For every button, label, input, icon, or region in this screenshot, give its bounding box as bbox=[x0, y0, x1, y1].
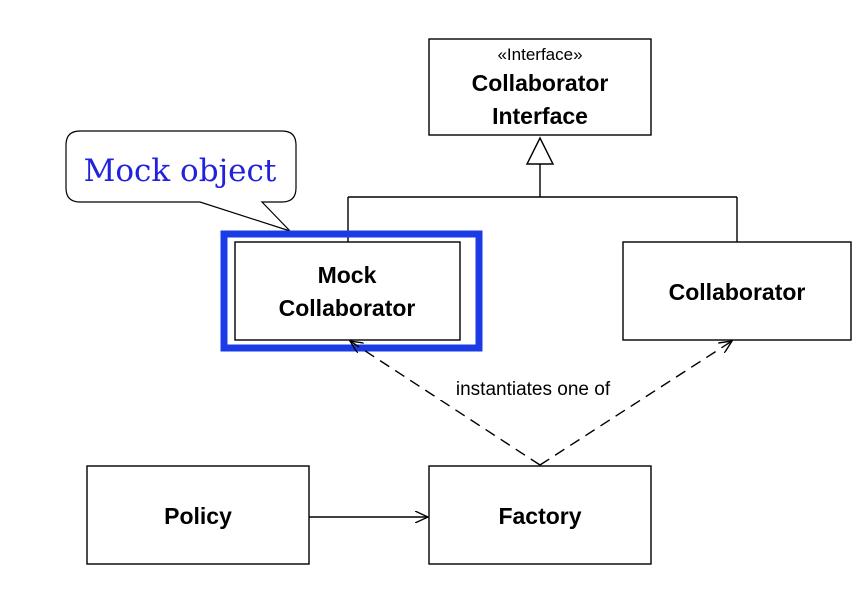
realization-connector bbox=[347, 136, 738, 242]
instantiates-label-bg bbox=[437, 374, 629, 400]
factory-node[interactable]: Factory bbox=[428, 465, 652, 565]
interface-name-line1: Collaborator bbox=[472, 70, 609, 96]
mock-object-callout: Mock object bbox=[65, 130, 297, 232]
callout-bubble bbox=[65, 130, 297, 232]
policy-box bbox=[86, 465, 310, 565]
interface-name-line2: Interface bbox=[492, 103, 588, 129]
mock-name-line2: Collaborator bbox=[279, 295, 416, 321]
instantiates-to-mock bbox=[350, 341, 541, 466]
interface-stereotype: «Interface» bbox=[497, 45, 582, 64]
factory-name: Factory bbox=[498, 503, 581, 529]
collaborator-interface-node[interactable]: «Interface» Collaborator Interface bbox=[428, 38, 652, 136]
instantiates-connector: instantiates one of bbox=[350, 341, 732, 466]
collaborator-node[interactable]: Collaborator bbox=[622, 241, 852, 341]
instantiates-to-collaborator bbox=[539, 341, 732, 466]
collaborator-box bbox=[622, 241, 852, 341]
policy-node[interactable]: Policy bbox=[86, 465, 310, 565]
collaborator-name: Collaborator bbox=[669, 279, 806, 305]
factory-box bbox=[428, 465, 652, 565]
mock-box bbox=[234, 241, 461, 341]
mock-name-line1: Mock bbox=[318, 262, 377, 288]
instantiates-label: instantiates one of bbox=[456, 379, 611, 400]
interface-box bbox=[428, 38, 652, 136]
policy-name: Policy bbox=[164, 503, 232, 529]
callout-text: Mock object bbox=[84, 153, 277, 189]
mock-collaborator-node[interactable]: Mock Collaborator bbox=[220, 230, 483, 352]
realization-triangle-head bbox=[525, 136, 555, 165]
